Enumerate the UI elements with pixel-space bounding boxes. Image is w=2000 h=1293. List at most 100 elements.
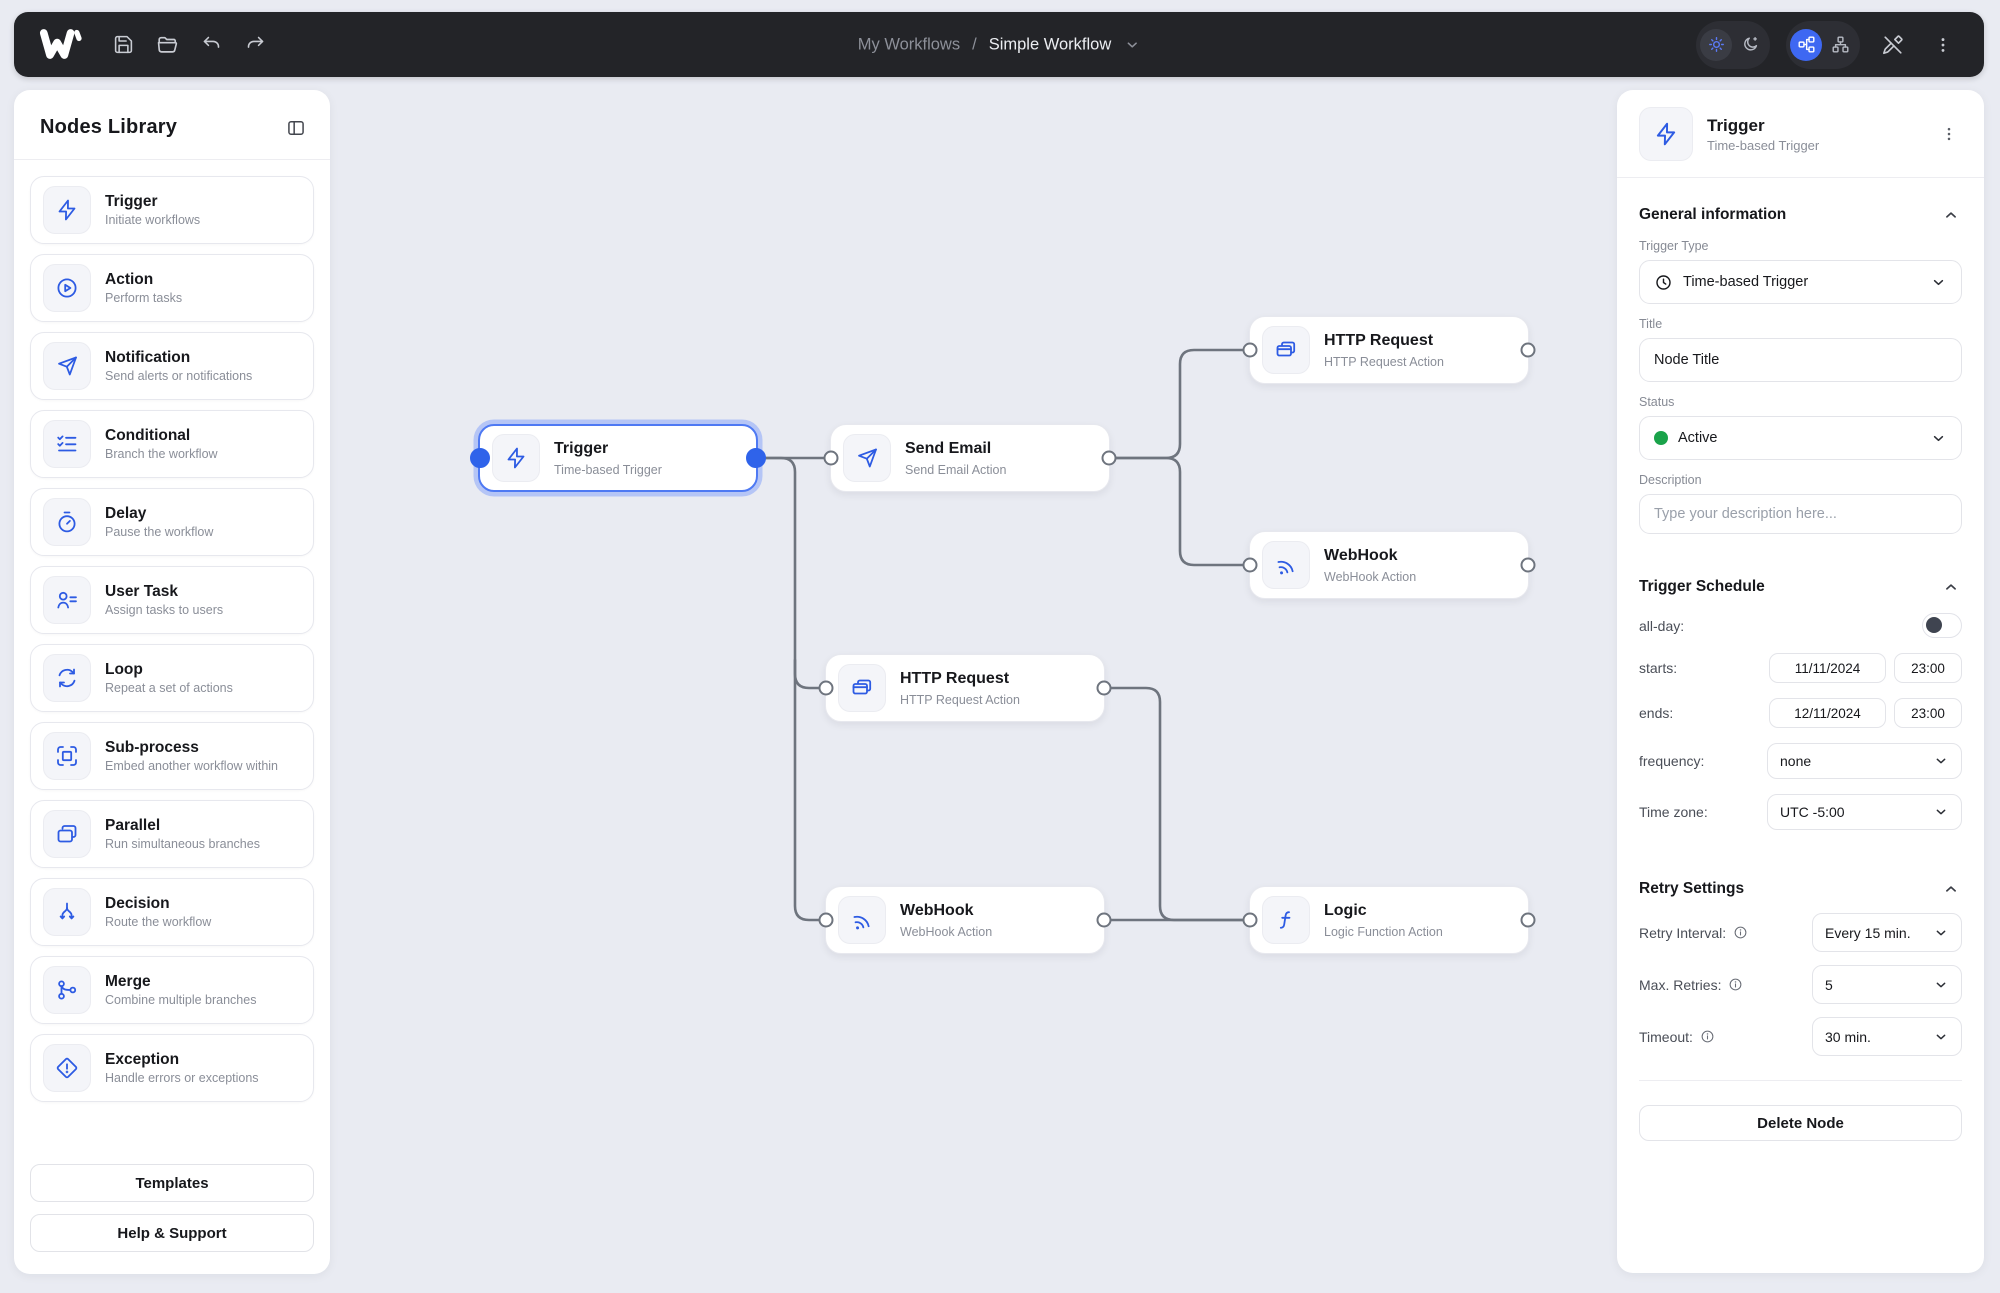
library-item-user-task[interactable]: User Task Assign tasks to users <box>30 566 314 634</box>
info-icon[interactable] <box>1700 1029 1715 1044</box>
chevron-down-icon <box>1933 804 1949 820</box>
node-title: Trigger <box>554 440 609 458</box>
info-icon[interactable] <box>1733 925 1748 940</box>
starts-time-input[interactable]: 23:00 <box>1894 653 1962 683</box>
chevron-down-icon <box>1933 1029 1949 1045</box>
library-item-trigger[interactable]: Trigger Initiate workflows <box>30 176 314 244</box>
node-output-port[interactable] <box>1101 450 1117 466</box>
trigger-type-label: Trigger Type <box>1639 239 1709 253</box>
node-input-port[interactable] <box>818 680 834 696</box>
node-input-port[interactable] <box>470 448 490 468</box>
library-item-subtitle: Send alerts or notifications <box>105 369 253 383</box>
node-subtitle: WebHook Action <box>1324 569 1417 584</box>
timeout-select[interactable]: 30 min. <box>1812 1017 1962 1056</box>
library-item-subtitle: Assign tasks to users <box>105 603 224 617</box>
node-input-port[interactable] <box>823 450 839 466</box>
library-item-icon <box>43 654 91 702</box>
ends-date-input[interactable]: 12/11/2024 <box>1769 698 1886 728</box>
node-subtitle: HTTP Request Action <box>900 692 1020 707</box>
status-active-dot-icon <box>1654 431 1668 445</box>
schedule-collapse-button[interactable] <box>1940 576 1962 598</box>
timezone-label: Time zone: <box>1639 804 1708 820</box>
library-item-icon <box>43 342 91 390</box>
frequency-select[interactable]: none <box>1767 743 1962 779</box>
workflow-node-send-email[interactable]: Send Email Send Email Action <box>823 424 1117 492</box>
workflow-node-http-request-2[interactable]: HTTP Request HTTP Request Action <box>818 654 1112 722</box>
node-input-port[interactable] <box>1242 557 1258 573</box>
node-output-port[interactable] <box>746 448 766 468</box>
library-item-title: Decision <box>105 895 170 912</box>
node-output-port[interactable] <box>1096 680 1112 696</box>
status-value: Active <box>1678 430 1718 446</box>
status-select[interactable]: Active <box>1639 416 1962 460</box>
library-item-exception[interactable]: Exception Handle errors or exceptions <box>30 1034 314 1102</box>
undo-button[interactable] <box>194 28 228 62</box>
horizontal-layout-button[interactable] <box>1790 28 1822 61</box>
more-options-button[interactable] <box>1926 28 1960 62</box>
node-input-port[interactable] <box>1242 912 1258 928</box>
node-output-port[interactable] <box>1520 912 1536 928</box>
node-icon <box>1262 541 1310 589</box>
node-input-port[interactable] <box>1242 342 1258 358</box>
title-input[interactable]: Node Title <box>1639 338 1962 382</box>
trigger-type-select[interactable]: Time-based Trigger <box>1639 260 1962 304</box>
library-item-delay[interactable]: Delay Pause the workflow <box>30 488 314 556</box>
library-item-subtitle: Pause the workflow <box>105 525 214 539</box>
vertical-layout-button[interactable] <box>1824 29 1856 61</box>
node-output-port[interactable] <box>1096 912 1112 928</box>
templates-button[interactable]: Templates <box>30 1164 314 1202</box>
inspector-menu-button[interactable] <box>1936 121 1962 147</box>
library-item-subtitle: Branch the workflow <box>105 447 218 461</box>
description-input[interactable]: Type your description here... <box>1639 494 1962 534</box>
workflow-node-trigger[interactable]: Trigger Time-based Trigger <box>470 424 766 492</box>
general-collapse-button[interactable] <box>1940 204 1962 226</box>
light-mode-button[interactable] <box>1700 28 1732 61</box>
node-output-port[interactable] <box>1520 342 1536 358</box>
library-item-loop[interactable]: Loop Repeat a set of actions <box>30 644 314 712</box>
frequency-label: frequency: <box>1639 753 1705 769</box>
library-item-title: User Task <box>105 583 178 600</box>
breadcrumb-parent[interactable]: My Workflows <box>857 35 961 53</box>
starts-date-input[interactable]: 11/11/2024 <box>1769 653 1886 683</box>
edge-trigger-to-webhook-2 <box>793 658 827 922</box>
help-support-button[interactable]: Help & Support <box>30 1214 314 1252</box>
chevron-down-icon <box>1933 753 1949 769</box>
collapse-sidebar-button[interactable] <box>286 118 306 138</box>
starts-label: starts: <box>1639 660 1678 676</box>
workflow-switcher-chevron-icon[interactable] <box>1123 36 1140 53</box>
library-item-sub-process[interactable]: Sub-process Embed another workflow withi… <box>30 722 314 790</box>
max-retries-select[interactable]: 5 <box>1812 965 1962 1004</box>
library-item-parallel[interactable]: Parallel Run simultaneous branches <box>30 800 314 868</box>
workflow-node-http-request-1[interactable]: HTTP Request HTTP Request Action <box>1242 316 1536 384</box>
library-item-merge[interactable]: Merge Combine multiple branches <box>30 956 314 1024</box>
node-icon <box>492 434 540 482</box>
library-item-decision[interactable]: Decision Route the workflow <box>30 878 314 946</box>
sidebar-divider <box>14 159 330 160</box>
redo-button[interactable] <box>238 28 272 62</box>
all-day-toggle[interactable] <box>1922 613 1962 638</box>
library-item-notification[interactable]: Notification Send alerts or notification… <box>30 332 314 400</box>
workflow-node-webhook-1[interactable]: WebHook WebHook Action <box>1242 531 1536 599</box>
library-item-icon <box>43 576 91 624</box>
info-icon[interactable] <box>1728 977 1743 992</box>
max-retries-value: 5 <box>1825 976 1833 993</box>
node-input-port[interactable] <box>818 912 834 928</box>
timezone-select[interactable]: UTC -5:00 <box>1767 794 1962 830</box>
library-item-action[interactable]: Action Perform tasks <box>30 254 314 322</box>
workflow-node-logic[interactable]: Logic Logic Function Action <box>1242 886 1536 954</box>
breadcrumb-current[interactable]: Simple Workflow <box>988 35 1112 53</box>
node-output-port[interactable] <box>1520 557 1536 573</box>
workflow-node-webhook-2[interactable]: WebHook WebHook Action <box>818 886 1112 954</box>
ends-time-input[interactable]: 23:00 <box>1894 698 1962 728</box>
save-button[interactable] <box>106 28 140 62</box>
open-folder-button[interactable] <box>150 28 184 62</box>
timeout-label: Timeout: <box>1639 1029 1715 1045</box>
delete-node-button[interactable]: Delete Node <box>1639 1105 1962 1141</box>
theme-toggle <box>1696 20 1770 69</box>
dark-mode-button[interactable] <box>1734 29 1766 61</box>
library-item-conditional[interactable]: Conditional Branch the workflow <box>30 410 314 478</box>
retry-interval-select[interactable]: Every 15 min. <box>1812 913 1962 952</box>
edit-lock-button[interactable] <box>1876 28 1910 62</box>
retry-collapse-button[interactable] <box>1940 878 1962 900</box>
